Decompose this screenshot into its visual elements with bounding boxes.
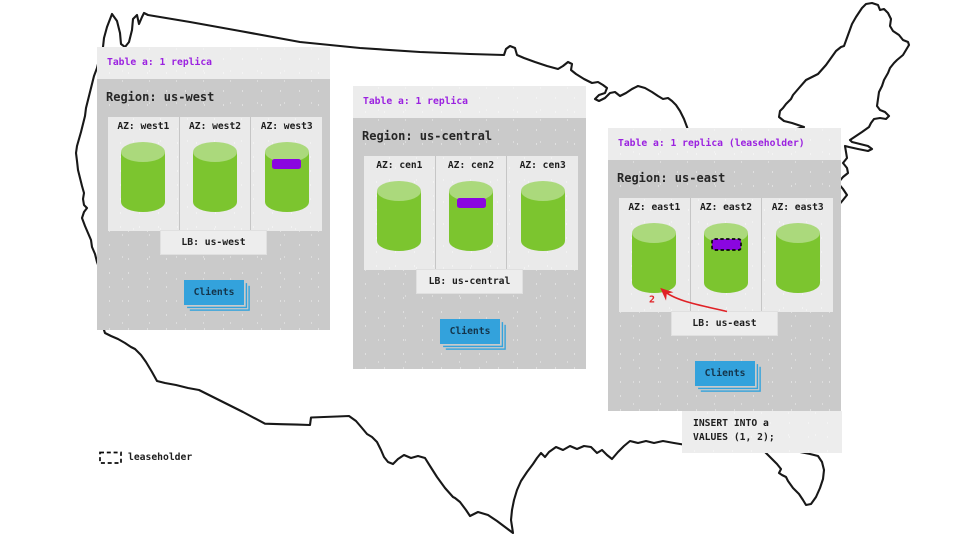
az-label-cen1: AZ: cen1 <box>376 160 423 171</box>
replica-patch-cen2 <box>456 198 486 208</box>
az-col-cen3: AZ: cen3 <box>506 156 578 270</box>
az-label-east2: AZ: east2 <box>700 202 752 213</box>
leaseholder-legend-label: leaseholder <box>128 452 193 463</box>
region-card-us-west: Table a: 1 replica Region: us-west AZ: w… <box>97 47 330 330</box>
region-card-us-central: Table a: 1 replica Region: us-central AZ… <box>353 86 586 369</box>
sql-line-2: VALUES (1, 2); <box>693 431 775 443</box>
db-cylinder-cen2 <box>449 181 493 251</box>
table-strip-us-central: Table a: 1 replica <box>353 86 586 118</box>
lb-box-us-central: LB: us-central <box>416 269 523 294</box>
region-title-us-east: Region: us-east <box>617 171 726 185</box>
az-col-west1: AZ: west1 <box>108 117 179 231</box>
db-cylinder-cen3 <box>520 181 565 251</box>
clients-button-us-east[interactable]: Clients <box>695 361 755 386</box>
leaseholder-swatch-icon <box>99 451 122 464</box>
lb-box-us-east: LB: us-east <box>671 311 778 336</box>
replica-patch-west3 <box>272 159 302 169</box>
az-col-cen2: AZ: cen2 <box>434 156 507 270</box>
az-label-west2: AZ: west2 <box>189 121 241 132</box>
region-title-us-west: Region: us-west <box>106 90 215 104</box>
az-box-us-west: AZ: west1 AZ: west2 AZ: west3 <box>108 117 322 231</box>
az-col-east1: AZ: east1 <box>619 198 690 312</box>
db-cylinder-east3 <box>775 223 820 293</box>
clients-button-us-west[interactable]: Clients <box>184 280 244 305</box>
clients-button-us-central[interactable]: Clients <box>440 319 500 344</box>
az-label-east1: AZ: east1 <box>628 202 681 213</box>
db-cylinder-east1 <box>632 223 677 293</box>
az-label-cen2: AZ: cen2 <box>447 160 495 171</box>
db-cylinder-west3 <box>264 142 309 212</box>
leaseholder-patch-east2 <box>710 238 742 251</box>
sql-line-1: INSERT INTO a <box>693 418 769 429</box>
az-box-us-central: AZ: cen1 AZ: cen2 AZ: cen3 <box>364 156 578 270</box>
db-cylinder-cen1 <box>377 181 422 251</box>
db-cylinder-west2 <box>193 142 237 212</box>
az-col-west3: AZ: west3 <box>250 117 322 231</box>
az-col-west2: AZ: west2 <box>178 117 251 231</box>
az-col-cen1: AZ: cen1 <box>364 156 435 270</box>
az-label-west1: AZ: west1 <box>117 121 170 132</box>
az-label-east3: AZ: east3 <box>771 202 824 213</box>
region-title-us-central: Region: us-central <box>362 129 493 143</box>
az-label-cen3: AZ: cen3 <box>519 160 566 171</box>
az-label-west3: AZ: west3 <box>260 121 313 132</box>
az-box-us-east: AZ: east1 AZ: east2 AZ: east3 <box>619 198 833 312</box>
az-col-east2: AZ: east2 <box>689 198 762 312</box>
table-label-us-central: Table a: 1 replica <box>363 96 468 107</box>
table-label-us-west: Table a: 1 replica <box>107 57 212 68</box>
db-cylinder-west1 <box>121 142 166 212</box>
lb-box-us-west: LB: us-west <box>160 230 267 255</box>
region-card-us-east: Table a: 1 replica (leaseholder) Region:… <box>608 128 842 453</box>
table-strip-us-west: Table a: 1 replica <box>97 47 330 79</box>
db-cylinder-east2 <box>704 223 748 293</box>
table-strip-us-east: Table a: 1 replica (leaseholder) <box>608 128 841 160</box>
table-label-us-east: Table a: 1 replica (leaseholder) <box>618 138 805 149</box>
az-col-east3: AZ: east3 <box>761 198 833 312</box>
sql-statement-box: INSERT INTO a VALUES (1, 2); <box>682 411 842 453</box>
